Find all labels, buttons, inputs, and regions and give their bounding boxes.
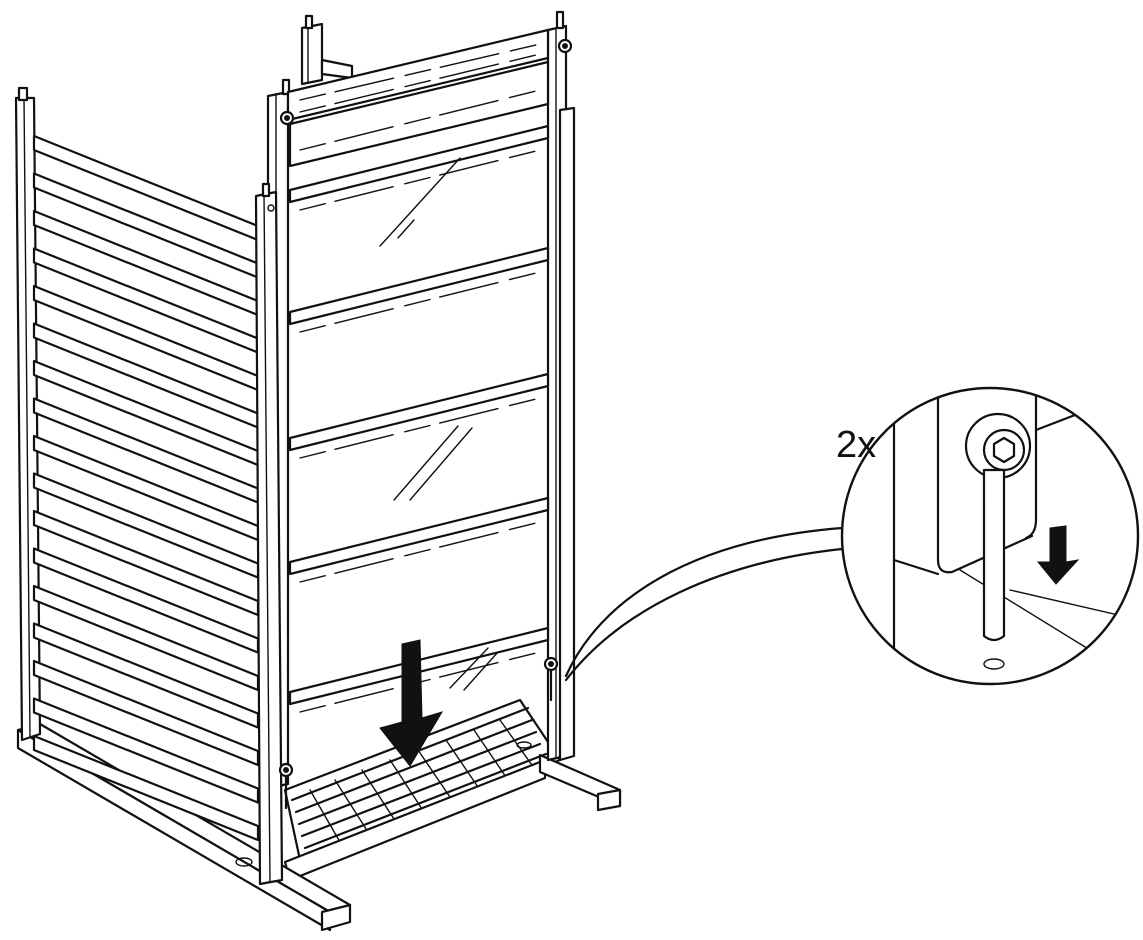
callout-leader xyxy=(564,526,854,682)
down-arrow-icon xyxy=(379,639,444,767)
frame-fittings xyxy=(267,38,573,810)
front-corner-post xyxy=(254,182,284,886)
glass-panel-rail xyxy=(288,496,550,576)
glass-panel-rail-edge xyxy=(299,271,541,333)
glass-end-panel xyxy=(266,10,576,790)
side-slat xyxy=(32,659,260,767)
side-slat xyxy=(32,734,260,842)
glass-panel-rail-edge xyxy=(299,149,541,211)
quantity-label: 2x xyxy=(836,424,877,466)
side-slat xyxy=(32,697,260,804)
glass-panel-rail xyxy=(288,372,550,452)
glass-panel-rail xyxy=(288,124,550,204)
left-slatted-panel xyxy=(14,86,260,842)
glass-panel-rail-edge xyxy=(299,521,541,583)
magnifier-callout xyxy=(840,386,1140,686)
glass-panel-rail-edge xyxy=(299,397,541,459)
glass-panel-rail xyxy=(288,246,550,326)
rear-post xyxy=(300,14,354,86)
